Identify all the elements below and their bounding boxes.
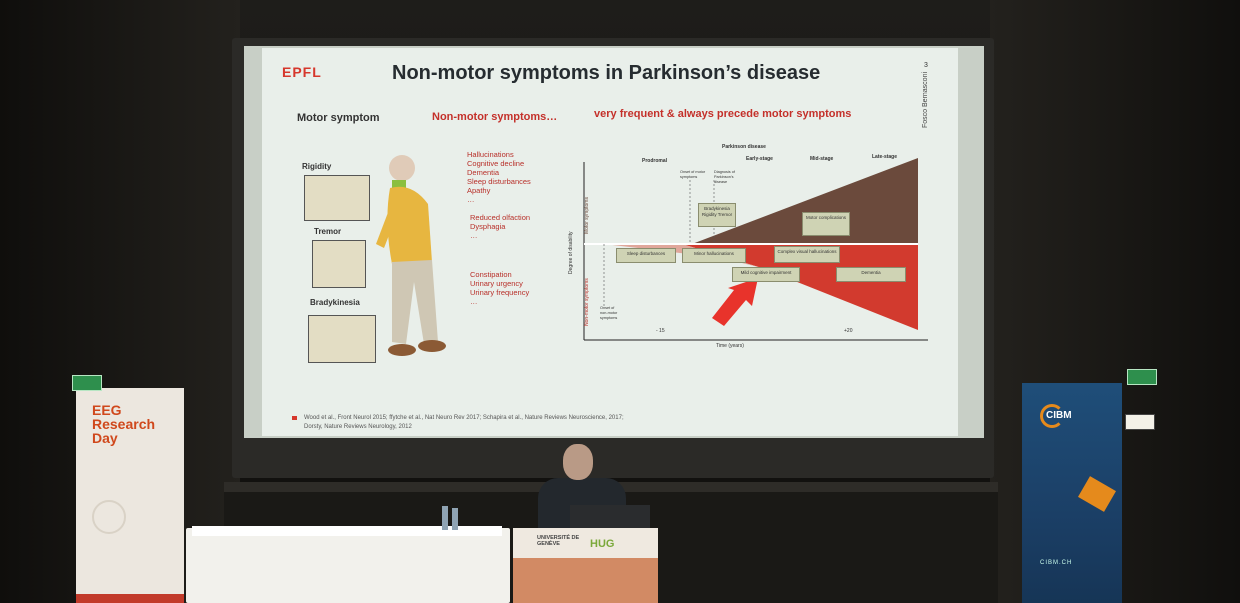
motor-symptoms-wedge [692,158,918,244]
cibm-logo-icon [1040,404,1064,428]
epfl-logo: EPFL [282,64,322,80]
box-complex-hallucinations: Complex visual hallucinations [774,246,840,263]
stage-early: Early-stage [746,156,773,162]
symptom-item: Urinary urgency [470,279,523,288]
bradykinesia-illustration [308,315,376,363]
eeg-banner-title: EEG Research Day [92,402,156,446]
hug-logo: HUG [590,538,615,550]
symptom-item: Apathy [467,186,491,195]
exit-sign [72,375,102,391]
y-axis-label: Degree of disability [568,231,574,274]
parkinson-patient-illustration [376,155,446,356]
box-sleep: Sleep disturbances [616,248,676,263]
box-minor-hallucinations: Minor hallucinations [682,248,746,263]
rigidity-illustration [304,175,370,221]
frequency-header: very frequent & always precede motor sym… [594,108,852,120]
slide-title: Non-motor symptoms in Parkinson’s diseas… [392,62,821,84]
cibm-banner-footer: CIBM.CH [1040,560,1073,566]
nonmotor-list-sensory: Reduced olfaction Dysphagia … [470,213,530,240]
symptom-item: Dementia [467,168,500,177]
exit-sign [1127,369,1157,385]
unige-logo: UNIVERSITÉ DE GENÈVE [537,535,580,547]
motor-label-tremor: Tremor [314,227,342,236]
wall-sign [1125,414,1155,430]
red-pointer-arrow [712,278,758,326]
nonmotor-header: Non-motor symptoms… [432,111,558,123]
tremor-illustration [312,240,366,288]
box-bradykinesia: Bradykinesia Rigidity Tremor [698,203,736,227]
motor-label-bradykinesia: Bradykinesia [310,298,360,307]
symptom-item: … [467,195,475,204]
stage-mid: Mid-stage [810,156,834,162]
symptom-item: Sleep disturbances [467,177,531,186]
nonmotor-list-neuro: Hallucinations Cognitive decline Dementi… [467,150,531,204]
water-bottle [452,508,458,530]
motor-label-rigidity: Rigidity [302,162,332,171]
table-cloth [186,528,510,603]
lower-axis-label: Non-motor symptoms [584,278,590,326]
eeg-banner-stripe [76,594,184,603]
speaker-head [563,444,593,480]
slide-number: 3 [924,62,928,69]
references: Wood et al., Front Neurol 2015; ffytche … [304,414,624,432]
water-bottle [442,506,448,530]
symptom-item: … [470,231,478,240]
box-mci: Mild cognitive impairment [732,267,800,282]
eeg-banner [76,388,184,603]
nonmotor-list-autonomic: Constipation Urinary urgency Urinary fre… [470,270,529,306]
symptom-item: Cognitive decline [467,159,525,168]
tick-plus-20: +20 [844,328,853,334]
podium-sign [513,528,658,558]
reference-bullet [292,416,297,420]
marker-diagnosis: Diagnosis of Parkinson's disease [714,170,735,184]
x-axis-label: Time (years) [716,343,744,349]
symptom-item: … [470,297,478,306]
motor-header: Motor symptom [297,112,380,124]
symptom-item: Hallucinations [467,150,514,159]
stage-prodromal: Prodromal [642,158,668,164]
upper-axis-label: Motor symptoms [584,197,590,234]
diagram-header: Parkinson disease [722,144,766,150]
symptom-item: Constipation [470,270,512,279]
symptom-item: Dysphagia [470,222,506,231]
box-motor-complications: Motor complications [802,212,850,236]
symptom-item: Urinary frequency [470,288,530,297]
symptom-item: Reduced olfaction [470,213,531,222]
reference-line: Dorsty, Nature Reviews Neurology, 2012 [304,424,412,430]
box-dementia: Dementia [836,267,906,282]
head-outline-icon [92,500,126,534]
reference-line: Wood et al., Front Neurol 2015; ffytche … [304,415,624,421]
slide-author: Fosco Bernasconi [922,71,929,128]
presentation-slide: EPFL Non-motor symptoms in Parkinson’s d… [262,48,958,436]
stage-late: Late-stage [872,154,898,160]
marker-motor-onset: Onset of motor symptoms [680,170,706,179]
nonmotor-symptoms-wedge [682,244,918,330]
marker-nonmotor-onset: Onset of non-motor symptoms [600,306,618,320]
laptop [570,505,650,531]
tick-minus-15: - 15 [656,328,665,334]
cibm-logo: CIBM [1046,410,1072,421]
table-top [192,526,502,536]
